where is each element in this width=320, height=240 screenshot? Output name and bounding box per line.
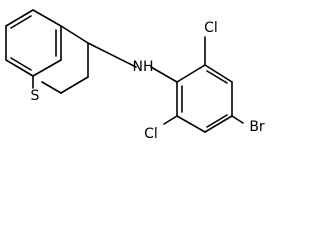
bond [5,59,34,77]
bond [60,25,89,44]
molecule-structure: S NH Cl Cl Br [5,9,265,142]
bond [150,66,178,83]
bond [60,76,89,94]
bond [5,9,34,27]
double-bond-inner [10,15,32,29]
bond [204,115,233,133]
sulfur-atom-label: S [31,88,40,104]
chlorine-top-atom-label: Cl [204,20,218,36]
bond [32,59,62,77]
bond [176,64,206,83]
bond [87,42,137,68]
double-bond-inner [10,57,32,71]
bond [32,9,62,27]
double-bond-inner [206,114,228,128]
bond [176,115,206,133]
bonds [5,9,244,133]
nh-atom-label: NH [133,59,154,75]
chlorine-bottom-atom-label: Cl [144,126,158,142]
bond [231,115,244,124]
bond [41,81,62,94]
double-bond-inner [206,70,228,84]
bond [204,64,233,83]
bond [163,115,178,125]
bromine-atom-label: Br [249,119,265,135]
atom-labels: S NH Cl Cl Br [31,20,265,142]
